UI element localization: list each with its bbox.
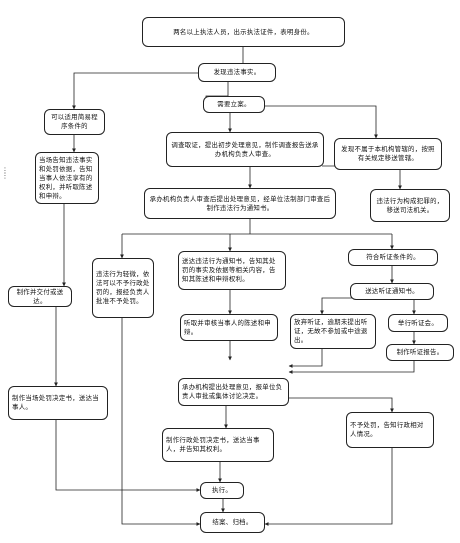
node-needs-filing: 需要立案。 bbox=[203, 96, 265, 113]
drag-handle-icon[interactable]: ⋮⋮ bbox=[1, 166, 9, 180]
node-show-credentials: 两名以上执法人员，出示执法证件，表明身份。 bbox=[142, 17, 345, 47]
node-crime-transfer: 违法行为构成犯罪的，移送司法机关。 bbox=[370, 189, 450, 222]
node-onsite-decision: 制作当场处罚决定书，送达当事人。 bbox=[8, 386, 108, 420]
node-issue-document: 制作并交付或送达。 bbox=[8, 286, 72, 307]
node-hearing-report: 制作听证报告。 bbox=[386, 344, 454, 361]
node-propose-decision: 承办机构提出处理意见，报单位负责人审批或集体讨论决定。 bbox=[178, 378, 289, 406]
node-no-penalty-inform: 不予处罚，告知行政相对人情况。 bbox=[346, 412, 434, 448]
node-find-violation: 发现违法事实。 bbox=[198, 63, 276, 82]
node-waive-hearing: 放弃听证，逾期未提出听证，无故不参加或中途退出。 bbox=[290, 314, 376, 349]
node-hear-statement: 听取并审核当事人的陈述和申辩。 bbox=[180, 314, 278, 341]
node-simple-procedure: 可以适用简易程序条件的 bbox=[44, 109, 105, 135]
node-hearing-notice: 送达听证通知书。 bbox=[350, 283, 434, 300]
node-minor-no-penalty: 违法行为轻微，依法可以不予行政处罚的，报经负责人批准不予处罚。 bbox=[92, 258, 154, 318]
node-review-opinion: 承办机构负责人审查后提出处理意见，经单位法制部门审查后制作违法行为通知书。 bbox=[144, 188, 336, 219]
node-transfer-jurisdiction: 发现不属于本机构管辖的，按照有关规定移送管辖。 bbox=[334, 138, 442, 170]
node-serve-notice: 送达违法行为通知书，告知其处罚的事实及依据等相关内容，告知其陈述和申辩权利。 bbox=[178, 251, 286, 290]
node-close-archive: 结案、归档。 bbox=[200, 512, 265, 533]
node-investigate: 调查取证，提出初步处理意见，制作调查报告送承办机构负责人审查。 bbox=[166, 132, 324, 167]
node-hearing-eligible: 符合听证条件的。 bbox=[348, 249, 438, 266]
node-execute: 执行。 bbox=[200, 482, 244, 499]
node-penalty-decision: 制作行政处罚决定书，送达当事人，并告知其权利。 bbox=[162, 428, 274, 462]
node-notify-on-site: 当场告知违法事实和处罚依据，告知当事人依法享有的权利，并听取陈述和申辩。 bbox=[35, 152, 99, 204]
node-hold-hearing: 举行听证会。 bbox=[388, 314, 448, 332]
